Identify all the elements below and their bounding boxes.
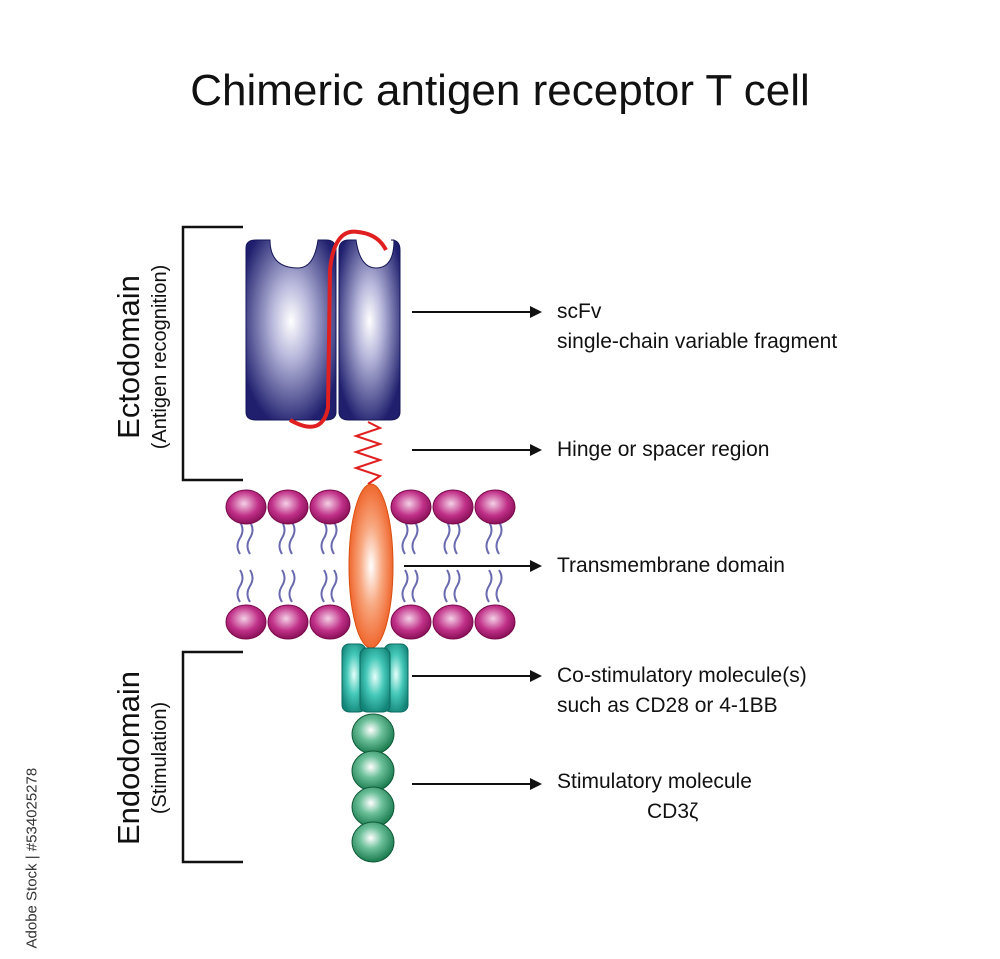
transmembrane-domain [348,483,394,649]
lipid-heads-inner [225,604,516,640]
scfv-light-chain [338,239,401,421]
ectodomain-name: Ectodomain [111,275,146,439]
lipid-heads-outer [225,489,516,525]
stock-watermark: Adobe Stock | #534025278 [23,767,41,949]
page-title: Chimeric antigen receptor T cell [190,66,810,115]
endodomain-bracket [181,650,243,864]
hinge-label: Hinge or spacer region [557,438,770,461]
endodomain-name: Endodomain [111,670,146,846]
stim-label-line1: Stimulatory molecule [557,770,752,793]
stim-label: Stimulatory molecule CD3ζ [557,767,752,827]
costimulatory-molecule [341,643,409,713]
ectodomain-label: Ectodomain (Antigen recognition) [111,207,177,507]
scfv-linker [289,229,388,429]
stimulatory-molecule [351,713,395,863]
costim-label: Co-stimulatory molecule(s) such as CD28 … [557,661,807,721]
ectodomain-bracket [181,225,243,482]
costim-label-line2: such as CD28 or 4-1BB [557,694,778,717]
scfv-label-line1: scFv [557,300,602,323]
stim-label-line2: CD3ζ [647,800,699,823]
endodomain-sub: (Stimulation) [149,701,171,815]
lipid-tails [236,521,503,603]
hinge-region [352,421,384,485]
scfv-label-line2: single-chain variable fragment [557,330,838,353]
scfv-heavy-chain [245,239,337,421]
ectodomain-sub: (Antigen recognition) [149,264,171,450]
endodomain-label: Endodomain (Stimulation) [111,608,177,908]
scfv-label: scFv single-chain variable fragment [557,297,837,357]
costim-label-line1: Co-stimulatory molecule(s) [557,664,807,687]
transmembrane-label: Transmembrane domain [557,554,785,577]
